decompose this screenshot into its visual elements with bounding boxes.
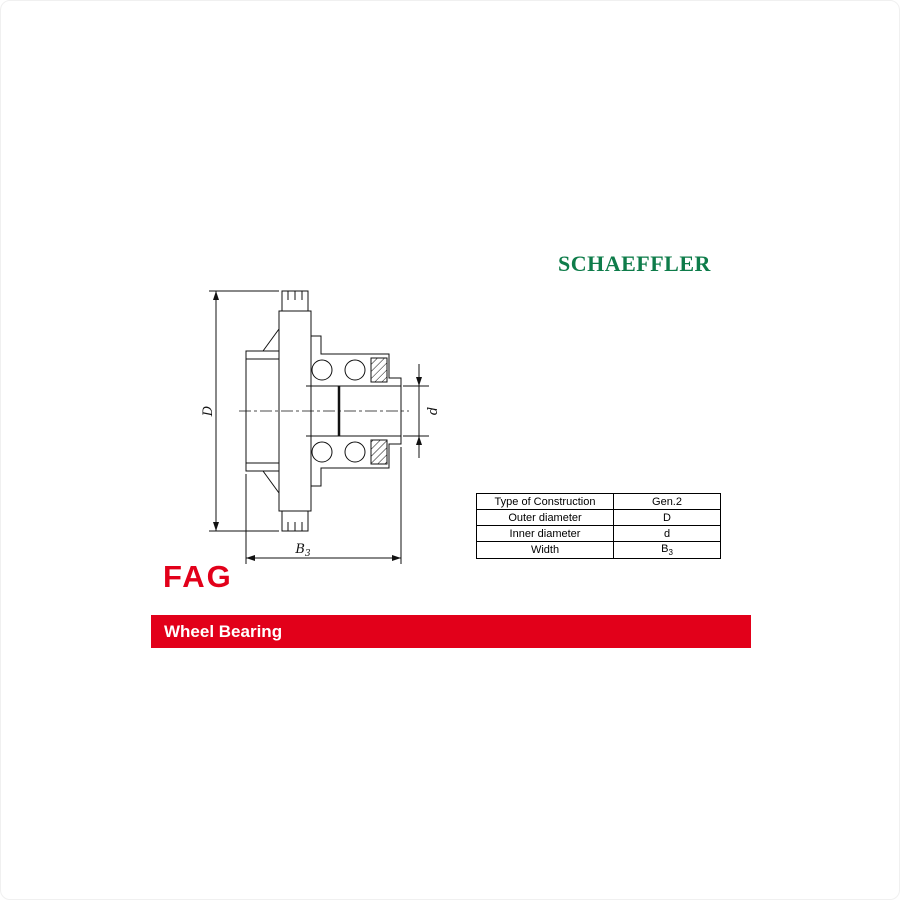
- seal-hatch-top: [370, 357, 388, 383]
- table-row: Width B3: [476, 540, 721, 560]
- spec-value: B3: [613, 540, 721, 560]
- hub-flange: [262, 290, 312, 532]
- dimension-inner-diameter: [403, 364, 429, 458]
- table-row: Outer diameter D: [476, 509, 721, 526]
- table-row: Type of Construction Gen.2: [476, 493, 721, 510]
- dimension-outer-diameter: [209, 290, 279, 532]
- dim-label-inner-diameter: d: [426, 407, 441, 415]
- spec-label: Inner diameter: [476, 525, 614, 542]
- spec-value: Gen.2: [613, 493, 721, 510]
- bearing-balls: [311, 359, 366, 463]
- product-banner: Wheel Bearing: [151, 615, 751, 648]
- dimension-width: [245, 447, 402, 564]
- spec-label: Width: [476, 540, 614, 560]
- dim-label-width: B3: [294, 542, 311, 559]
- spec-value: D: [613, 509, 721, 526]
- technical-drawing: D d B3: [201, 290, 441, 564]
- fag-logo: FAG: [163, 559, 233, 594]
- spec-value: d: [613, 525, 721, 542]
- bearing-housing: [306, 335, 402, 487]
- spec-table: Type of Construction Gen.2 Outer diamete…: [476, 493, 721, 560]
- spec-label: Outer diameter: [476, 509, 614, 526]
- seal-hatch-bottom: [370, 439, 388, 465]
- spec-label: Type of Construction: [476, 493, 614, 510]
- table-row: Inner diameter d: [476, 525, 721, 542]
- schaeffler-logo: SCHAEFFLER: [558, 251, 711, 276]
- banner-title: Wheel Bearing: [164, 622, 283, 641]
- dim-label-outer-diameter: D: [201, 405, 216, 417]
